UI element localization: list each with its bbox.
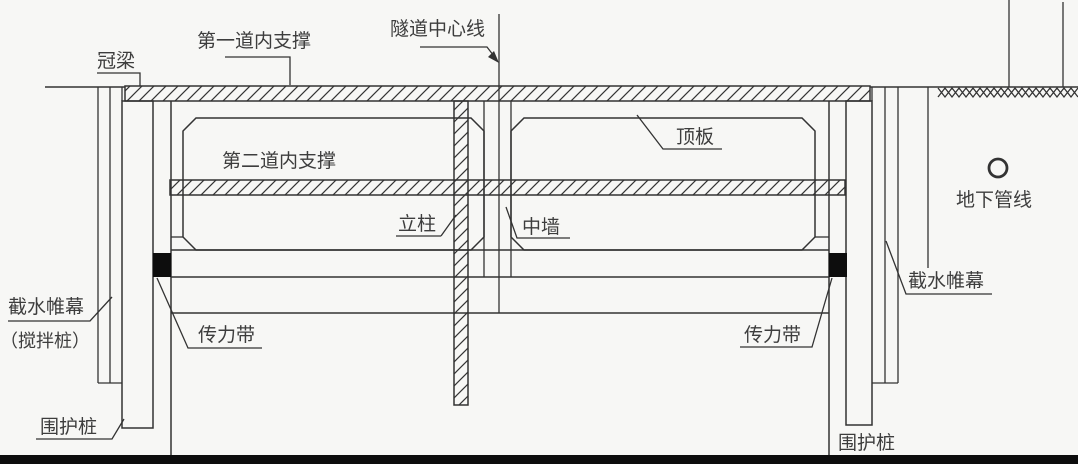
right-retaining-pile-label: 围护桩 xyxy=(838,432,895,454)
roof-slab-leader xyxy=(636,114,722,150)
second-support-beam xyxy=(169,179,846,196)
left-force-band-label: 传力带 xyxy=(198,324,255,346)
middle-wall-label: 中墙 xyxy=(522,216,560,238)
force-transfer-band-left-block xyxy=(153,253,171,277)
left-retaining-pile-leader xyxy=(36,418,125,440)
tunnel-center-line-label: 隧道中心线 xyxy=(390,18,485,40)
soil-surface-hatch-zigzag xyxy=(937,86,1078,99)
left-force-band-leader xyxy=(156,277,262,349)
first-support-beam xyxy=(124,85,871,102)
center-line-leader xyxy=(420,46,498,61)
bottom-border-bar xyxy=(0,455,1078,464)
right-retaining-pile xyxy=(845,100,873,426)
first-support-leader xyxy=(225,56,291,85)
middle-wall-leader xyxy=(505,206,570,239)
center-line-leader-arrowhead xyxy=(488,51,499,63)
underground-pipeline-symbol xyxy=(987,157,1009,179)
roof-slab-label: 顶板 xyxy=(676,126,714,148)
crown-beam-label: 冠梁 xyxy=(97,50,135,72)
left-curtain-leader xyxy=(8,296,113,322)
right-curtain-leader xyxy=(885,240,992,295)
underground-pipeline-label: 地下管线 xyxy=(956,189,1032,211)
left-retaining-pile-label: 围护桩 xyxy=(40,416,97,438)
mixing-pile-label: （搅拌桩） xyxy=(0,331,90,351)
left-curtain-label: 截水帷幕 xyxy=(8,296,84,318)
right-curtain-label: 截水帷幕 xyxy=(908,270,984,292)
column-label: 立柱 xyxy=(398,213,436,235)
first-support-label: 第一道内支撑 xyxy=(197,30,311,52)
center-column xyxy=(453,100,469,406)
right-force-band-leader xyxy=(740,277,833,348)
right-force-band-label: 传力带 xyxy=(744,324,801,346)
crown-beam-leader xyxy=(97,72,141,86)
column-leader xyxy=(396,214,457,237)
force-transfer-band-right-block xyxy=(829,253,847,277)
soil-surface-hatch-zigzag-2 xyxy=(937,86,1078,99)
left-retaining-pile xyxy=(121,100,154,429)
second-support-label: 第二道内支撑 xyxy=(222,150,336,172)
